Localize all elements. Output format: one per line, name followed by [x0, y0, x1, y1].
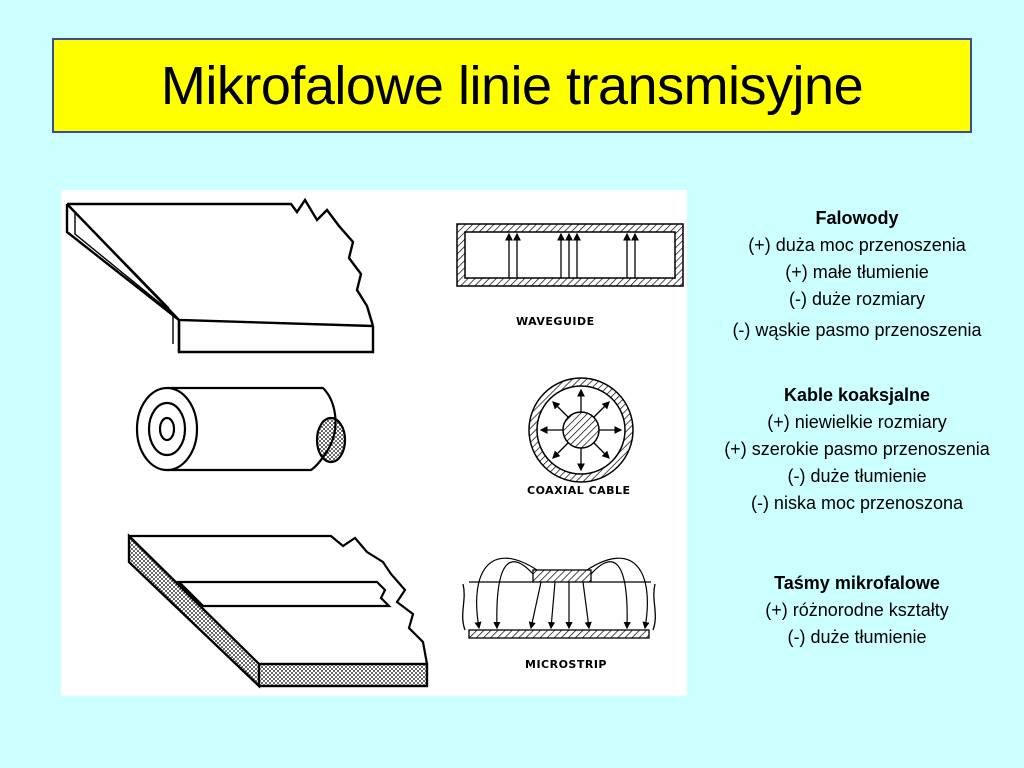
coax-point: (+) niewielkie rozmiary	[767, 412, 947, 432]
slide-title: Mikrofalowe linie transmisyjne	[160, 55, 864, 116]
microstrip-label: MICROSTRIP	[525, 658, 607, 671]
coax-heading: Kable koaksjalne	[783, 385, 931, 405]
coax-point: (+) szerokie pasmo przenoszenia	[724, 439, 990, 459]
microstrip-point: (+) różnorodne kształty	[765, 600, 949, 620]
microstrip-description: Taśmy mikrofalowe (+) różnorodne kształt…	[690, 570, 1024, 651]
waveguide-point: (+) małe tłumienie	[785, 262, 929, 282]
coax-label: COAXIAL CABLE	[527, 484, 631, 497]
coax-section: COAXIAL CABLE	[527, 377, 634, 497]
microstrip-heading: Taśmy mikrofalowe	[774, 573, 940, 593]
title-box: Mikrofalowe linie transmisyjne	[52, 38, 972, 133]
waveguide-description: Falowody (+) duża moc przenoszenia (+) m…	[690, 205, 1024, 344]
waveguide-label: WAVEGUIDE	[516, 315, 595, 328]
coax-description: Kable koaksjalne (+) niewielkie rozmiary…	[690, 382, 1024, 517]
coax-point: (-) niska moc przenoszona	[750, 493, 964, 513]
waveguide-point: (-) wąskie pasmo przenoszenia	[732, 320, 982, 340]
waveguide-section: WAVEGUIDE	[456, 223, 684, 328]
waveguide-drawing	[65, 197, 375, 354]
microstrip-section: MICROSTRIP	[462, 557, 656, 671]
waveguide-point: (+) duża moc przenoszenia	[748, 235, 966, 255]
waveguide-point: (-) duże rozmiary	[788, 289, 926, 309]
waveguide-heading: Falowody	[815, 208, 899, 228]
transmission-lines-figure: WAVEGUIDE COAXIAL CA	[61, 190, 687, 696]
figure-drawing: WAVEGUIDE COAXIAL CA	[65, 197, 684, 689]
coax-drawing	[135, 386, 347, 472]
microstrip-drawing	[127, 533, 429, 689]
coax-point: (-) duże tłumienie	[787, 466, 927, 486]
microstrip-point: (-) duże tłumienie	[787, 627, 927, 647]
